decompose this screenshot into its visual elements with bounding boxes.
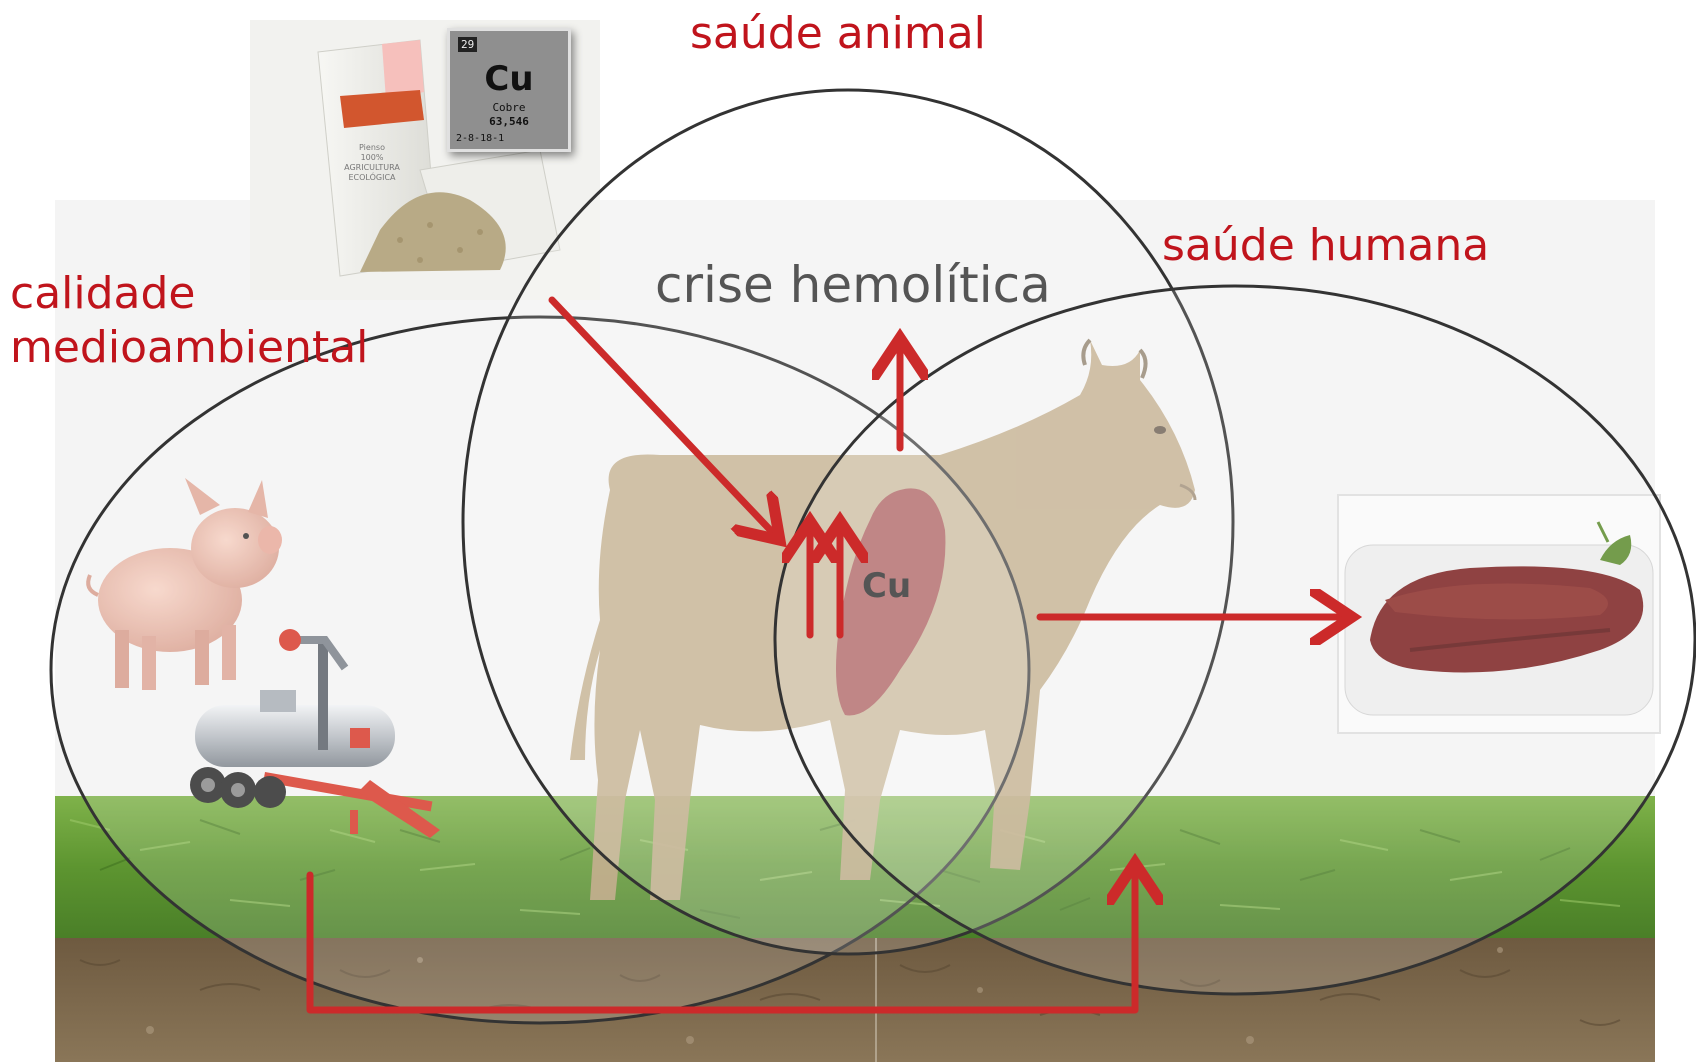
periodic-element-card: 29 Cu Cobre 63,546 2-8-18-1	[447, 28, 571, 152]
element-configuration: 2-8-18-1	[456, 133, 504, 144]
element-name: Cobre	[450, 101, 568, 114]
element-mass: 63,546	[450, 115, 568, 128]
label-calidade: calidade	[10, 268, 196, 320]
bag-text-4: ECOLÓGICA	[348, 171, 396, 182]
element-number: 29	[458, 37, 477, 52]
circle-human	[775, 286, 1695, 994]
label-crise-hemolitica: crise hemolítica	[655, 256, 1051, 314]
bag-text-1: Pienso	[359, 143, 385, 152]
liver-element-label: Cu	[862, 566, 911, 606]
label-medioambiental: medioambiental	[10, 322, 368, 374]
bag-text-3: AGRICULTURA	[344, 163, 400, 172]
element-symbol: Cu	[450, 59, 568, 99]
bag-text-2: 100%	[361, 153, 384, 162]
label-saude-animal: saúde animal	[690, 8, 986, 60]
label-saude-humana: saúde humana	[1162, 220, 1489, 272]
